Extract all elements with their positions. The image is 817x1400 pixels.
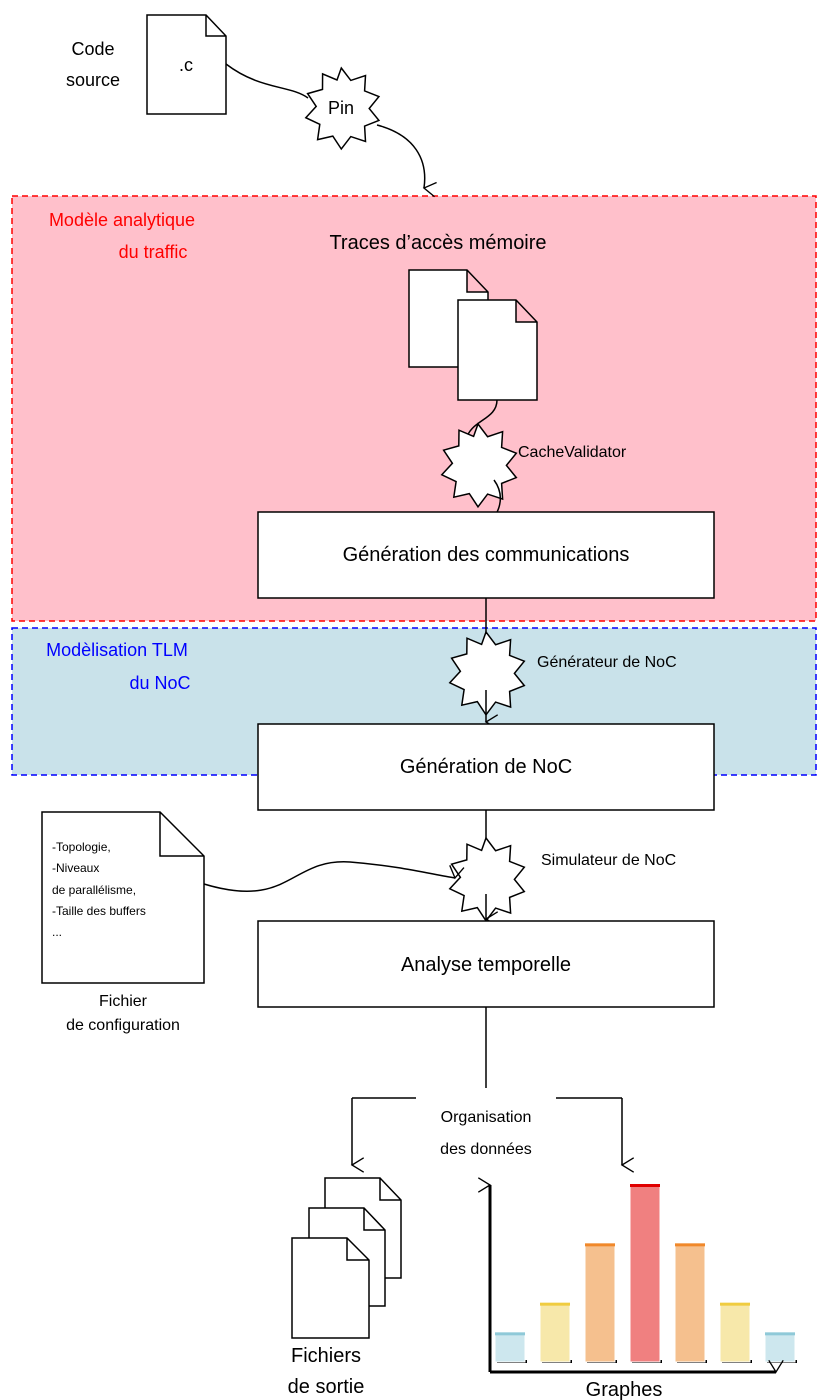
graph-bar-6 [719, 1302, 751, 1363]
graph-bar-top-5 [675, 1243, 705, 1247]
output-file-icon-front [291, 1237, 370, 1339]
org-label-bg [416, 1088, 556, 1108]
config-line-3: de parallélisme, [52, 883, 136, 897]
config-line-2: -Niveaux [52, 861, 99, 875]
source-label-2: source [66, 70, 120, 90]
source-to-pin-arrow [225, 63, 309, 99]
noc-generator-label: Générateur de NoC [537, 654, 677, 671]
config-label-1: Fichier [99, 993, 148, 1010]
traffic-zone-title-2: du traffic [119, 242, 188, 262]
traffic-zone-title-1: Modèle analytique [49, 210, 195, 230]
communications-generation-label: Génération des communications [343, 544, 630, 566]
pin-tool-label: Pin [328, 98, 354, 118]
graph-bars [494, 1183, 797, 1363]
noc-zone-title-1: Modèlisation TLM [46, 640, 188, 660]
config-line-5: ... [52, 925, 62, 939]
config-label-2: de configuration [66, 1017, 180, 1034]
data-organisation-label-2: des données [440, 1141, 532, 1158]
trace-file-icon-front [457, 299, 538, 401]
noc-generation-label: Génération de NoC [400, 756, 572, 778]
graph-bar-top-1 [495, 1332, 525, 1336]
timing-analysis-label: Analyse temporelle [401, 954, 571, 976]
graph-bar-top-2 [540, 1302, 570, 1306]
cachevalidator-label: CacheValidator [518, 444, 627, 461]
pin-tool-star [304, 66, 381, 151]
output-files-label-1: Fichiers [291, 1345, 361, 1367]
source-file-extension: .c [179, 55, 193, 75]
source-label-1: Code [71, 39, 114, 59]
traces-title: Traces d’accès mémoire [329, 232, 546, 254]
config-line-4: -Taille des buffers [52, 904, 146, 918]
graph-bar-5 [674, 1242, 706, 1363]
graph-bar-top-7 [765, 1332, 795, 1336]
graph-bar-top-4 [630, 1184, 660, 1187]
graphs-label: Graphes [586, 1379, 663, 1400]
timing-analysis-box [257, 920, 715, 1008]
graph-bar-7 [764, 1331, 796, 1363]
source-file-icon [146, 14, 227, 115]
config-file-icon [41, 811, 205, 984]
config-line-1: -Topologie, [52, 840, 111, 854]
graph-bar-top-6 [720, 1302, 750, 1306]
noc-zone-title-2: du NoC [129, 673, 190, 693]
graph-bar-3 [584, 1242, 616, 1363]
graph-bar-1 [494, 1331, 526, 1363]
config-to-simulator-arrow [203, 861, 465, 893]
graph-bar-4 [629, 1183, 661, 1363]
graph-bar-2 [539, 1302, 571, 1363]
noc-simulator-star [448, 836, 526, 923]
graph-bar-top-3 [585, 1243, 615, 1247]
output-files-label-2: de sortie [288, 1376, 365, 1398]
data-organisation-label-1: Organisation [441, 1109, 532, 1126]
noc-generation-box [257, 723, 715, 811]
noc-simulator-label: Simulateur de NoC [541, 852, 676, 869]
pin-to-traces-arrow [376, 124, 437, 198]
